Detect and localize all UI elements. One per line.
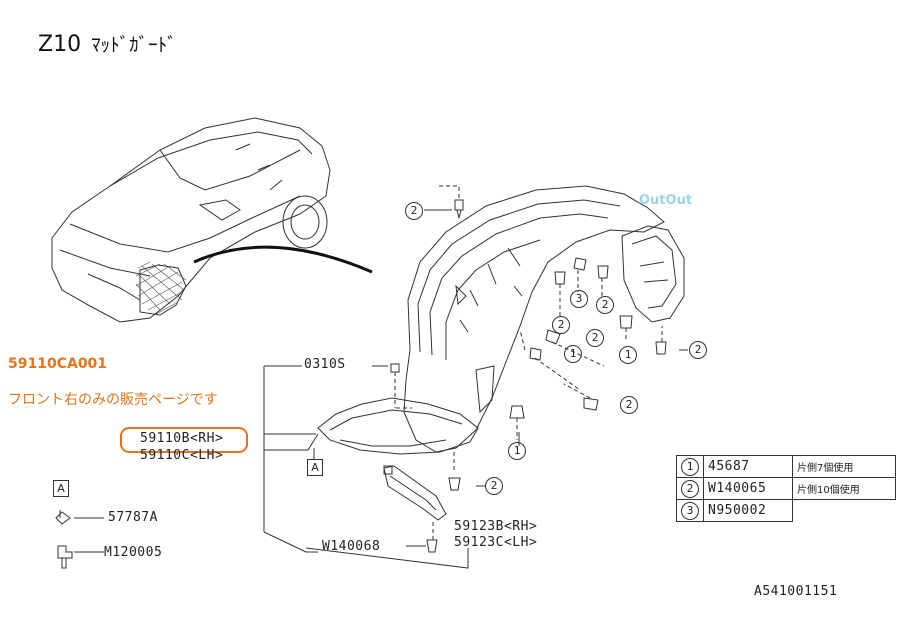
title-code: Z10 (38, 32, 82, 57)
legend-code: 45687 (703, 455, 793, 478)
legend-num: 1 (681, 457, 699, 476)
callout-3: 3 (570, 290, 588, 308)
callout-2: 2 (596, 296, 614, 314)
callout-2: 2 (586, 329, 604, 347)
pointer-stroke (193, 245, 373, 274)
legend-code: N950002 (703, 499, 793, 522)
label-59110c: 59110C<LH> (140, 448, 224, 463)
legend-code: W140065 (703, 477, 793, 500)
legend-num: 3 (681, 501, 699, 520)
callout-1: 1 (508, 442, 526, 460)
fender-liner (403, 185, 665, 453)
callout-2: 2 (689, 341, 707, 359)
notice-part-number: 59110CA001 (8, 356, 108, 372)
car-liner-highlight (135, 261, 187, 315)
legend-table: 1 45687 片側7個使用 2 W140065 片側10個使用 3 N9500… (676, 455, 896, 522)
solid-leaders (59, 209, 688, 569)
car-illustration (51, 117, 331, 323)
legend-note: 片側10個使用 (792, 477, 896, 500)
callout-2: 2 (620, 396, 638, 414)
ref-box-a-small: A (53, 480, 69, 497)
label-59123c: 59123C<LH> (454, 535, 538, 550)
label-m120005: M120005 (104, 545, 163, 560)
watermark: OutOut (639, 193, 693, 208)
label-0310s: 0310S (304, 357, 346, 372)
title-name: ﾏｯﾄﾞｶﾞｰﾄﾞ (91, 34, 177, 56)
legend-empty (793, 500, 896, 522)
splash-cover (317, 397, 479, 455)
bracket (383, 465, 447, 521)
callout-1: 1 (564, 345, 582, 363)
callout-2: 2 (552, 316, 570, 334)
fender-liner-rear (621, 225, 685, 323)
notice-text: フロント右のみの販売ページです (8, 392, 218, 408)
callout-1: 1 (619, 346, 637, 364)
legend-row: 3 N950002 (676, 499, 896, 522)
dashed-leaders (394, 185, 663, 540)
label-w140068: W140068 (322, 539, 381, 554)
label-59123b: 59123B<RH> (454, 519, 538, 534)
callout-2: 2 (485, 477, 503, 495)
callout-2: 2 (405, 202, 423, 220)
legend-row: 2 W140065 片側10個使用 (676, 477, 896, 500)
legend-note: 片側7個使用 (792, 455, 896, 478)
label-59110b: 59110B<RH> (140, 431, 224, 446)
fasteners (55, 199, 667, 569)
legend-num: 2 (681, 479, 699, 498)
highlight-ring (120, 427, 248, 453)
legend-row: 1 45687 片側7個使用 (676, 455, 896, 478)
ref-box-a: A (307, 459, 323, 476)
label-57787a: 57787A (108, 510, 158, 525)
page-title: Z10 ﾏｯﾄﾞｶﾞｰﾄﾞ (38, 30, 177, 57)
diagram-id: A541001151 (754, 584, 838, 599)
